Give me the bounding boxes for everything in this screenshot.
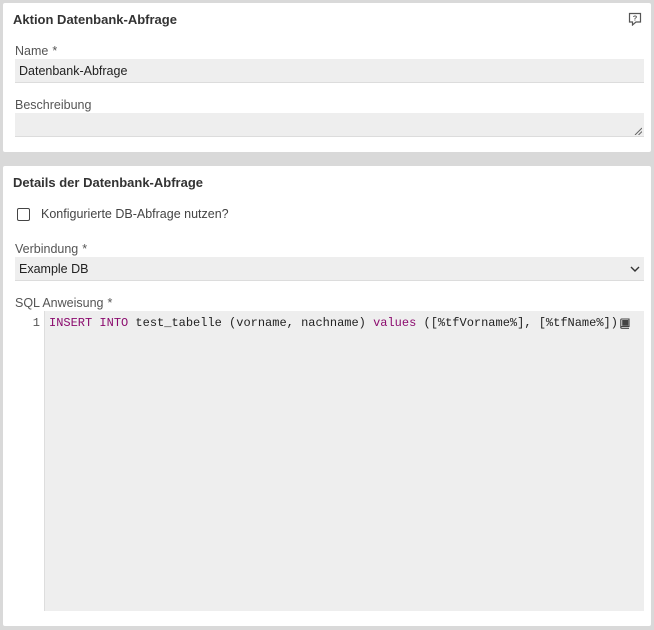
sql-keyword: values (373, 316, 417, 330)
description-textarea[interactable] (15, 113, 644, 137)
panel-title: Aktion Datenbank-Abfrage (13, 12, 177, 27)
connection-label: Verbindung* (15, 242, 88, 256)
sql-label: SQL Anweisung* (15, 296, 113, 310)
line-number: 1 (32, 316, 40, 330)
description-label: Beschreibung (15, 98, 92, 112)
query-details-panel: Details der Datenbank-Abfrage Konfigurie… (3, 166, 651, 626)
sql-editor[interactable]: 1 INSERT INTO test_tabelle (vorname, nac… (15, 311, 644, 611)
chevron-down-icon (630, 266, 640, 272)
book-icon[interactable] (619, 318, 630, 329)
panel-title: Details der Datenbank-Abfrage (13, 175, 203, 190)
sql-code-line[interactable]: INSERT INTO test_tabelle (vorname, nachn… (49, 316, 618, 330)
help-icon[interactable]: ? (628, 12, 642, 26)
name-label: Name* (15, 44, 58, 58)
connection-select[interactable]: Example DB (15, 257, 644, 281)
action-panel: Aktion Datenbank-Abfrage ? Name* Datenba… (3, 3, 651, 152)
name-input[interactable]: Datenbank-Abfrage (15, 59, 644, 83)
sql-keyword: INTO (99, 316, 129, 330)
resize-grip-icon[interactable] (634, 127, 642, 135)
sql-text: ([%tfVorname%], [%tfName%]) (416, 316, 618, 330)
sql-text: test_tabelle (vorname, nachname) (128, 316, 374, 330)
sql-keyword: INSERT (49, 316, 93, 330)
svg-text:?: ? (633, 14, 638, 23)
use-configured-query-label[interactable]: Konfigurierte DB-Abfrage nutzen? (41, 207, 229, 221)
line-number-gutter: 1 (15, 311, 45, 611)
use-configured-query-checkbox[interactable] (17, 208, 30, 221)
connection-value: Example DB (19, 262, 89, 276)
